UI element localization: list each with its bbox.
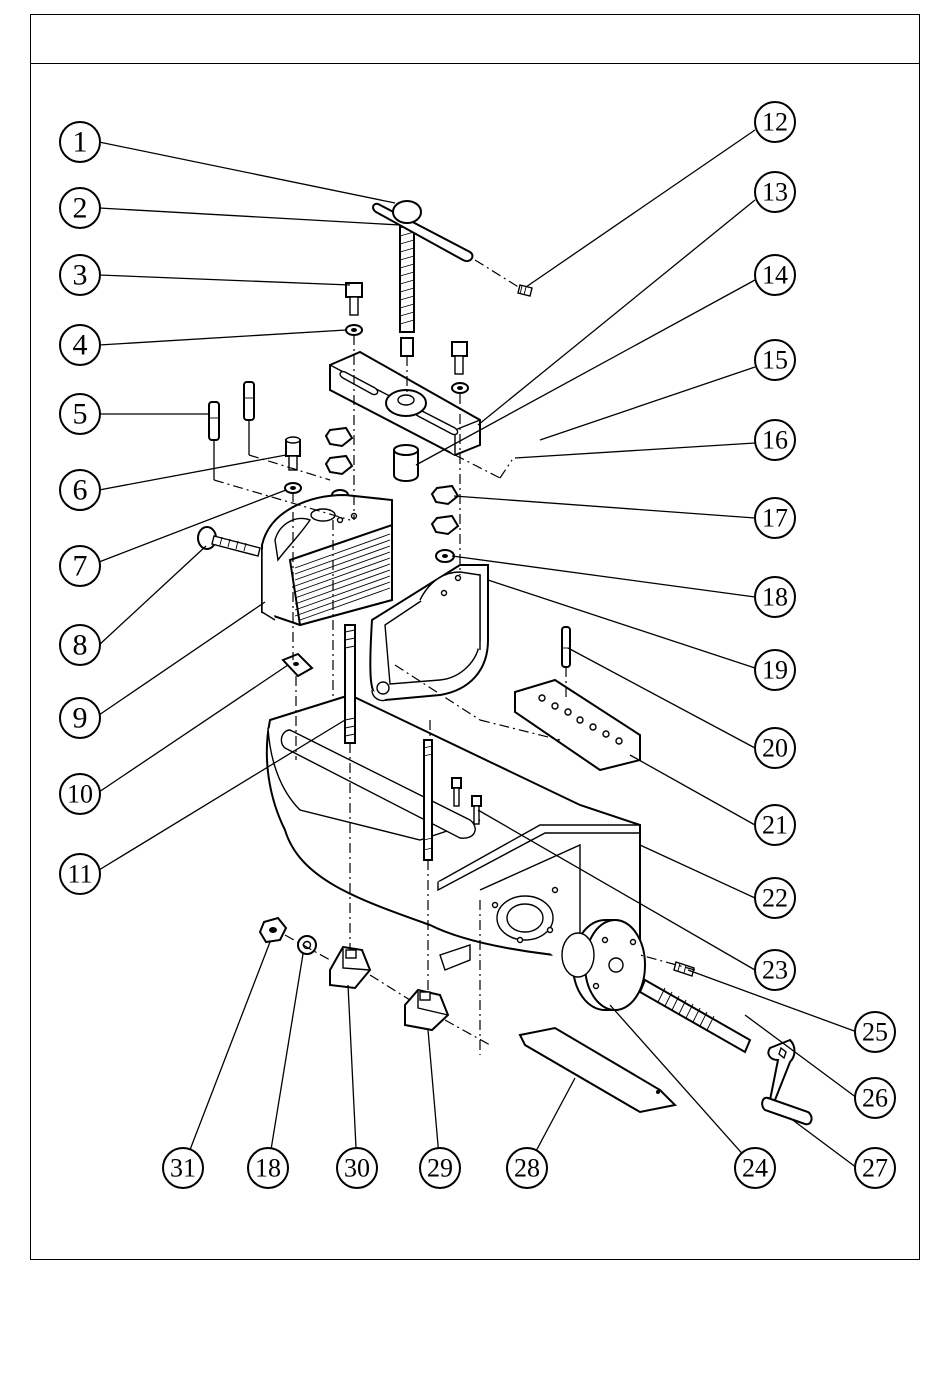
svg-text:2: 2 xyxy=(73,192,88,225)
screw-nut-bush-part xyxy=(394,445,418,481)
svg-text:12: 12 xyxy=(762,108,788,137)
callout-17: 17 xyxy=(755,498,795,538)
svg-text:7: 7 xyxy=(73,550,88,583)
callout-1: 1 xyxy=(60,122,100,162)
svg-text:3: 3 xyxy=(73,259,88,292)
callout-7: 7 xyxy=(60,546,100,586)
callout-11: 11 xyxy=(60,854,100,894)
svg-text:13: 13 xyxy=(762,178,788,207)
moving-jaw-part xyxy=(262,495,392,625)
svg-text:6: 6 xyxy=(73,474,88,507)
callout-29: 29 xyxy=(420,1148,460,1188)
callout-2: 2 xyxy=(60,188,100,228)
callout-8: 8 xyxy=(60,625,100,665)
callout-18-right: 18 xyxy=(755,577,795,617)
clamp-block-30-part xyxy=(330,947,370,988)
svg-text:1: 1 xyxy=(73,126,88,159)
hex-bolt-part xyxy=(346,283,362,335)
svg-text:20: 20 xyxy=(762,734,788,763)
callout-4: 4 xyxy=(60,325,100,365)
svg-text:5: 5 xyxy=(73,398,88,431)
center-nuts-part xyxy=(326,428,352,500)
callout-5: 5 xyxy=(60,394,100,434)
feed-screw-part xyxy=(640,980,750,1052)
pin-plate-part xyxy=(515,680,640,770)
svg-text:4: 4 xyxy=(73,329,88,362)
callout-16: 16 xyxy=(755,420,795,460)
svg-text:26: 26 xyxy=(862,1084,888,1113)
callout-9: 9 xyxy=(60,698,100,738)
callout-12: 12 xyxy=(755,102,795,142)
svg-text:19: 19 xyxy=(762,656,788,685)
callout-14: 14 xyxy=(755,255,795,295)
svg-text:31: 31 xyxy=(170,1154,196,1183)
svg-text:22: 22 xyxy=(762,884,788,913)
callout-22: 22 xyxy=(755,878,795,918)
callout-19: 19 xyxy=(755,650,795,690)
callout-30: 30 xyxy=(337,1148,377,1188)
callout-31: 31 xyxy=(163,1148,203,1188)
svg-text:15: 15 xyxy=(762,346,788,375)
clamp-block-29-part xyxy=(405,990,448,1030)
svg-text:10: 10 xyxy=(67,780,93,809)
svg-text:9: 9 xyxy=(73,702,88,735)
svg-text:29: 29 xyxy=(427,1154,453,1183)
svg-text:27: 27 xyxy=(862,1154,888,1183)
svg-text:11: 11 xyxy=(67,860,92,889)
right-nuts-part xyxy=(432,486,458,562)
callout-3: 3 xyxy=(60,255,100,295)
crank-handle-part xyxy=(762,1040,811,1124)
callout-15: 15 xyxy=(755,340,795,380)
svg-text:18: 18 xyxy=(762,583,788,612)
wedge-plate-part xyxy=(520,1028,675,1112)
callout-20: 20 xyxy=(755,728,795,768)
bearing-flange-part xyxy=(562,920,645,1010)
adjusting-bolt-part xyxy=(198,527,260,556)
locating-pin-part xyxy=(562,627,570,667)
svg-text:28: 28 xyxy=(514,1154,540,1183)
callout-26: 26 xyxy=(855,1078,895,1118)
callout-27: 27 xyxy=(855,1148,895,1188)
svg-text:17: 17 xyxy=(762,504,788,533)
right-bolt-part xyxy=(452,342,468,393)
callout-28: 28 xyxy=(507,1148,547,1188)
svg-text:24: 24 xyxy=(742,1154,768,1183)
svg-text:21: 21 xyxy=(762,811,788,840)
callout-6: 6 xyxy=(60,470,100,510)
callout-24: 24 xyxy=(735,1148,775,1188)
callout-10: 10 xyxy=(60,774,100,814)
callout-25: 25 xyxy=(855,1012,895,1052)
end-cap-screw-part xyxy=(518,285,532,296)
callout-23: 23 xyxy=(755,950,795,990)
svg-text:23: 23 xyxy=(762,956,788,985)
svg-text:30: 30 xyxy=(344,1154,370,1183)
svg-text:16: 16 xyxy=(762,426,788,455)
callout-13: 13 xyxy=(755,172,795,212)
svg-text:8: 8 xyxy=(73,629,88,662)
socket-cap-screw-part xyxy=(285,437,301,493)
callout-21: 21 xyxy=(755,805,795,845)
svg-text:25: 25 xyxy=(862,1018,888,1047)
parts-drawing xyxy=(198,201,812,1124)
svg-text:18: 18 xyxy=(255,1154,281,1183)
callout-18-bottom: 18 xyxy=(248,1148,288,1188)
svg-text:14: 14 xyxy=(762,261,788,290)
